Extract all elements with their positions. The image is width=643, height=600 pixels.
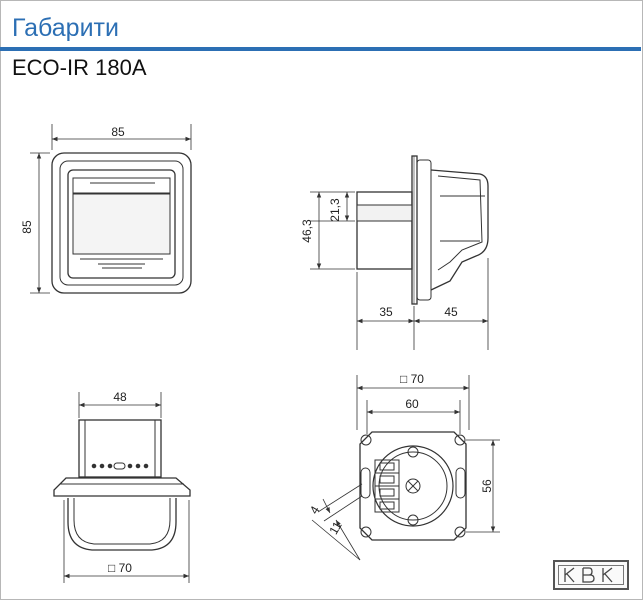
- side-depth-front-label: 35: [379, 305, 393, 319]
- side-view: [310, 155, 489, 350]
- front-height-label: 85: [20, 220, 34, 234]
- side-dim-b-label: 46,3: [300, 219, 314, 243]
- mounting-plate-view: [311, 375, 500, 561]
- side-dim-a-label: 21,3: [328, 198, 342, 222]
- logo-lettering: [564, 567, 613, 583]
- side-depth-back-label: 45: [444, 305, 458, 319]
- bottom-width-label: 48: [113, 390, 127, 404]
- mount-frame-label: □ 70: [400, 372, 424, 386]
- logo-inner-border: [558, 565, 624, 585]
- company-logo: [553, 560, 629, 590]
- page-title: Габарити: [12, 14, 119, 42]
- bottom-view: [53, 392, 191, 583]
- product-model: ECO-IR 180A: [12, 55, 147, 80]
- mount-slot-width-label: 4: [307, 503, 323, 516]
- bottom-frame-label: □ 70: [108, 561, 132, 575]
- mount-hole-spacing-label: 60: [405, 397, 419, 411]
- front-width-label: 85: [111, 125, 125, 139]
- title-rule: [0, 47, 641, 51]
- mount-height-label: 56: [480, 479, 494, 493]
- front-view: [30, 124, 192, 294]
